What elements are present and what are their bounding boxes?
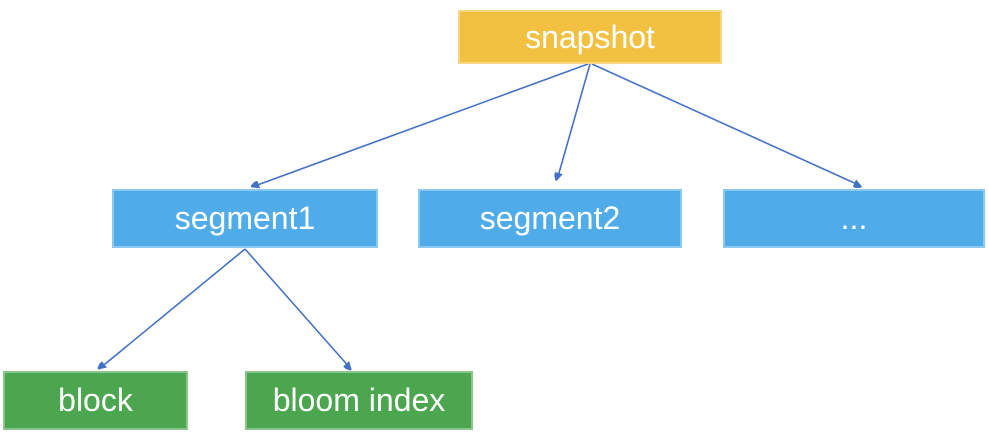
node-snapshot: snapshot — [458, 10, 722, 64]
node-snapshot-label: snapshot — [525, 18, 655, 55]
edge-snapshot-segment2 — [557, 63, 591, 180]
node-bloom-index: bloom index — [245, 371, 473, 430]
node-block: block — [3, 371, 188, 430]
edge-segment1-bloom-index — [244, 248, 351, 369]
node-more-segments-label: ... — [840, 200, 868, 236]
node-bloom-index-label: bloom index — [272, 382, 446, 418]
edge-snapshot-more — [591, 63, 861, 186]
node-segment1: segment1 — [112, 189, 378, 248]
node-more-segments: ... — [723, 189, 985, 248]
node-block-label: block — [58, 382, 133, 418]
node-segment2-label: segment2 — [479, 200, 621, 236]
edge-snapshot-segment1 — [252, 63, 589, 187]
node-segment1-label: segment1 — [174, 200, 316, 236]
edge-segment1-block — [99, 248, 246, 369]
node-segment2: segment2 — [418, 189, 682, 248]
